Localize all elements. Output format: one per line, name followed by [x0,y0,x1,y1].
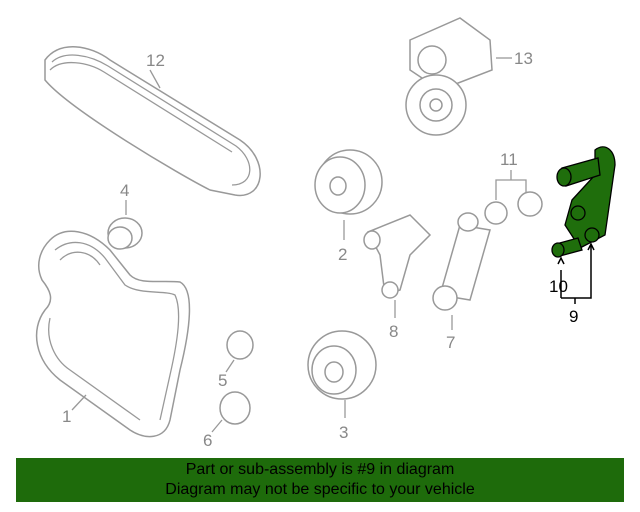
callout-7: 7 [446,333,455,352]
leader-9-10 [557,242,595,304]
callout-2: 2 [338,245,347,264]
part-5-cap[interactable] [226,330,254,360]
callout-3: 3 [339,423,348,442]
callout-9: 9 [569,307,578,326]
part-12-ribbed-belt[interactable] [44,46,261,197]
leader-6 [211,419,223,433]
callout-4: 4 [120,181,129,200]
part-11-bushings[interactable] [484,191,543,225]
part-2-idler-pulley[interactable] [314,149,383,215]
leader-12 [149,69,161,89]
leader-11 [495,170,527,200]
part-6-cap[interactable] [219,391,251,425]
part-13-tensioner[interactable] [405,17,493,136]
leader-1 [71,394,87,411]
callout-11: 11 [500,150,518,169]
callout-12: 12 [146,51,165,70]
part-10-bushing[interactable] [551,237,583,258]
banner-line-2: Diagram may not be specific to your vehi… [165,481,475,498]
callout-5: 5 [218,371,227,390]
callout-8: 8 [389,322,398,341]
part-4-cap[interactable] [107,217,143,250]
part-3-idler-pulley[interactable] [307,330,377,400]
leader-5 [225,359,235,373]
callout-10: 10 [549,277,568,296]
callout-1: 1 [62,407,71,426]
part-1-ribbed-belt[interactable] [35,230,191,438]
banner-line-1: Part or sub-assembly is #9 in diagram [185,461,455,478]
part-info-banner: Part or sub-assembly is #9 in diagram Di… [16,458,624,502]
callout-13: 13 [514,49,533,68]
callout-6: 6 [203,431,212,450]
part-9-bracket-highlighted[interactable] [556,146,616,249]
part-7-damper[interactable] [432,212,491,311]
part-8-bracket[interactable] [363,214,432,299]
